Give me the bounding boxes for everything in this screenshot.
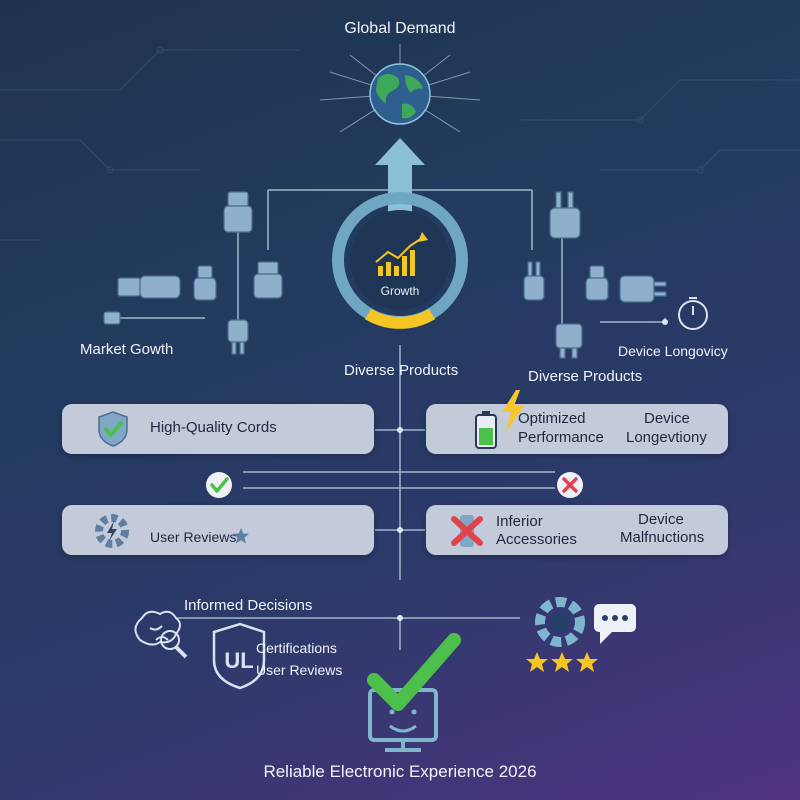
lightning-icon — [502, 390, 524, 432]
circuit-background — [0, 46, 800, 241]
growth-ring — [332, 192, 468, 329]
diverse-products-right-label: Diverse Products — [528, 368, 643, 385]
informed-decisions-label: Informed Decisions — [184, 597, 313, 614]
stopwatch-icon — [678, 297, 708, 330]
gear-icon — [535, 597, 585, 647]
shield-check-icon — [98, 411, 128, 447]
panel-user-reviews: User Reviews — [62, 505, 374, 555]
connector-dots — [397, 319, 668, 621]
title-global-demand: Global Demand — [344, 20, 456, 37]
svg-text:UL: UL — [224, 648, 253, 673]
panel-inferior-accessories: Inferior Accessories Device Malfnuctions — [426, 505, 728, 555]
x-icon — [451, 515, 483, 547]
certifications-label: Certifications — [256, 640, 337, 656]
panel-optimized-performance: Optimized Performance Device Longevtiony — [426, 390, 728, 454]
chat-bubble-icon — [594, 604, 636, 644]
growth-arrow-icon — [375, 138, 425, 220]
optimized-text-line2: Performance — [518, 429, 604, 446]
growth-chart-icon — [375, 232, 428, 276]
brain-magnifier-icon — [134, 610, 188, 659]
user-reviews-bottom-label: User Reviews — [256, 662, 343, 678]
device-longevity-label: Device Longovicy — [618, 343, 728, 359]
star-icon — [233, 528, 249, 544]
longevity-text-line1: Device — [644, 410, 690, 427]
malfunction-text-line2: Malfnuctions — [620, 529, 705, 546]
battery-icon — [475, 411, 497, 449]
power-plug-icon — [523, 191, 667, 359]
market-growth-label: Market Gowth — [80, 341, 174, 358]
usb-plug-icon — [103, 191, 283, 355]
growth-label: Growth — [380, 284, 420, 298]
footer-title: Reliable Electronic Experience 2026 — [263, 762, 537, 781]
optimized-text-line1: Optimized — [518, 410, 586, 427]
diverse-products-left-label: Diverse Products — [344, 362, 459, 379]
gear-icon — [95, 514, 129, 548]
ul-shield-icon: UL — [212, 622, 266, 690]
malfunction-text-line1: Device — [638, 511, 684, 528]
hq-cords-text: High-Quality Cords — [150, 419, 277, 436]
x-circle-icon — [557, 472, 583, 498]
inferior-text-line1: Inferior — [496, 513, 543, 530]
globe-icon — [369, 63, 431, 125]
panel-high-quality-cords: High-Quality Cords — [62, 404, 374, 454]
user-reviews-text: User Reviews — [150, 529, 237, 545]
longevity-text-line2: Longevtiony — [626, 429, 707, 446]
check-circle-icon — [206, 472, 232, 498]
inferior-text-line2: Accessories — [496, 531, 577, 548]
star-rating-icon — [526, 652, 598, 672]
monitor-check-icon — [367, 633, 461, 752]
